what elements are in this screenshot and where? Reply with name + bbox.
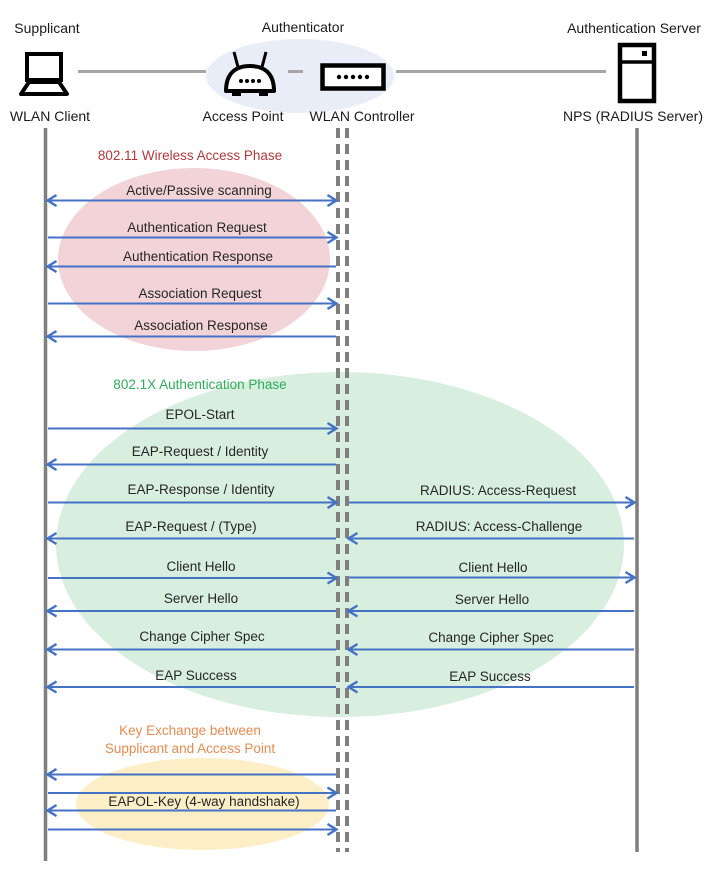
msg-client-hello-right: Client Hello: [458, 560, 528, 575]
device-nps-radius-server: NPS (RADIUS Server): [562, 108, 704, 124]
key-exchange-phase-ellipse: [76, 758, 329, 850]
msg-server-hello-right: Server Hello: [454, 592, 530, 607]
access-point-icon: [221, 50, 279, 103]
msg-eap-request-identity: EAP-Request / Identity: [131, 444, 269, 459]
server-icon: [617, 42, 657, 109]
role-authenticator: Authenticator: [261, 19, 345, 35]
msg-change-cipher-spec-right: Change Cipher Spec: [428, 630, 554, 645]
phase-title-dot1x-auth: 802.1X Authentication Phase: [113, 377, 287, 392]
msg-association-request: Association Request: [138, 286, 262, 301]
msg-epol-start: EPOL-Start: [165, 407, 235, 422]
msg-eapol-key-4way-handshake: EAPOL-Key (4-way handshake): [108, 794, 300, 809]
msg-client-hello-left: Client Hello: [166, 559, 236, 574]
laptop-icon: [10, 52, 78, 103]
msg-eap-success-left: EAP Success: [155, 668, 237, 683]
msg-association-response: Association Response: [134, 318, 268, 333]
msg-eap-response-identity: EAP-Response / Identity: [127, 482, 275, 497]
msg-eap-request-type: EAP-Request / (Type): [125, 519, 257, 534]
msg-authentication-response: Authentication Response: [122, 249, 274, 264]
role-supplicant: Supplicant: [14, 20, 80, 36]
device-access-point: Access Point: [202, 108, 284, 124]
role-authentication-server: Authentication Server: [567, 20, 701, 36]
msg-active-passive-scanning: Active/Passive scanning: [126, 183, 272, 198]
phase-title-wireless-access: 802.11 Wireless Access Phase: [97, 148, 283, 163]
msg-authentication-request: Authentication Request: [127, 220, 267, 235]
device-wlan-client: WLAN Client: [9, 108, 91, 124]
msg-radius-access-challenge: RADIUS: Access-Challenge: [415, 519, 583, 534]
phase-title-key-exchange-line1: Key Exchange between: [119, 723, 261, 738]
msg-server-hello-left: Server Hello: [163, 591, 239, 606]
wlan-controller-icon: [320, 63, 386, 96]
msg-radius-access-request: RADIUS: Access-Request: [419, 483, 577, 498]
device-wlan-controller: WLAN Controller: [309, 108, 415, 124]
phase-title-key-exchange-line2: Supplicant and Access Point: [104, 741, 276, 756]
msg-eap-success-right: EAP Success: [449, 669, 531, 684]
phase-title-key-exchange: Key Exchange between Supplicant and Acce…: [105, 722, 275, 758]
msg-change-cipher-spec-left: Change Cipher Spec: [139, 629, 265, 644]
